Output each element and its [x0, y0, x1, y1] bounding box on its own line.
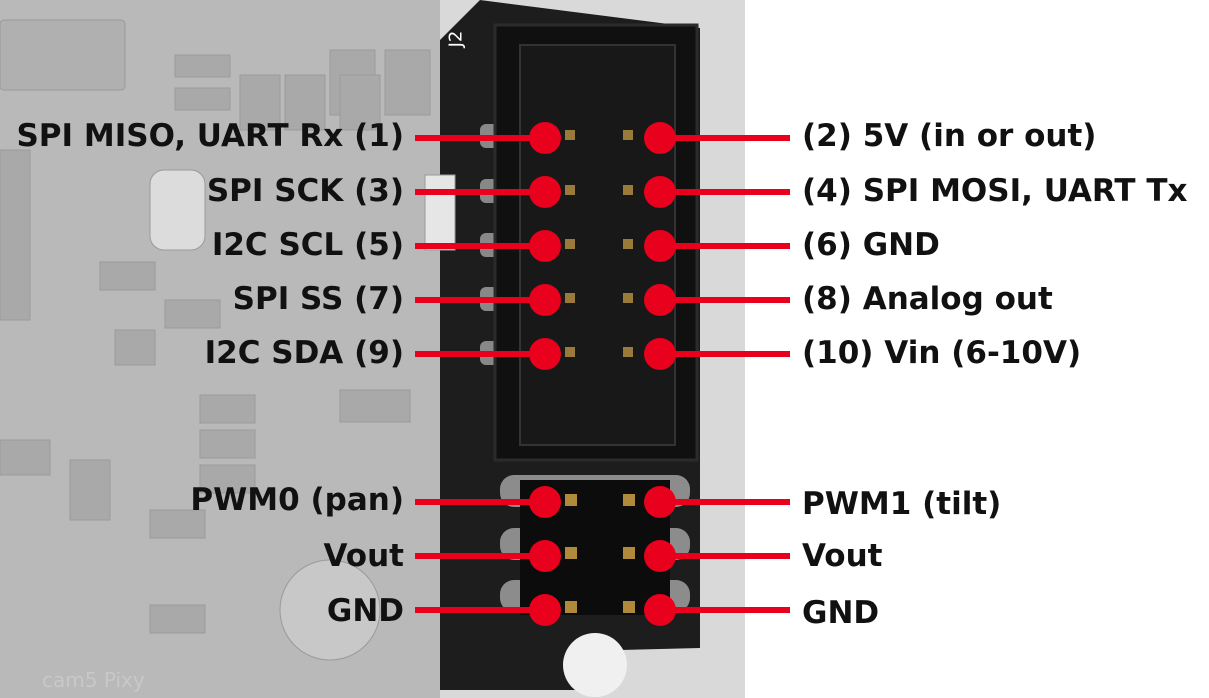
- header-row-4-right-dot: [644, 284, 676, 316]
- servo-row-1-right-dot: [644, 486, 676, 518]
- servo-header: [500, 475, 690, 697]
- label-pin-8: (8) Analog out: [802, 281, 1053, 317]
- pin-markers: [415, 122, 790, 626]
- servo-row-1-left-dot: [529, 486, 561, 518]
- header-row-3-left-dot: [529, 230, 561, 262]
- label-servo-gnd-r: GND: [802, 595, 880, 631]
- header-row-5-right-dot: [644, 338, 676, 370]
- header-row-4-left-dot: [529, 284, 561, 316]
- silk-footer: cam5 Pixy: [42, 668, 145, 692]
- servo-row-2-right-dot: [644, 540, 676, 572]
- label-servo-pwm0: PWM0 (pan): [190, 482, 404, 518]
- header-row-3-right-dot: [644, 230, 676, 262]
- header-row-2-left-dot: [529, 176, 561, 208]
- label-pin-10: (10) Vin (6-10V): [802, 335, 1082, 371]
- header-row-1-right-dot: [644, 122, 676, 154]
- label-pin-5: I2C SCL (5): [211, 227, 404, 263]
- label-pin-4: (4) SPI MOSI, UART Tx: [802, 173, 1188, 209]
- label-servo-vout-r: Vout: [802, 538, 883, 574]
- label-pin-7: SPI SS (7): [232, 281, 404, 317]
- silk-connector: J2: [445, 30, 467, 48]
- header-row-5-left-dot: [529, 338, 561, 370]
- faded-components: [0, 19, 456, 661]
- label-servo-pwm1: PWM1 (tilt): [802, 486, 1002, 522]
- label-pin-9: I2C SDA (9): [204, 335, 404, 371]
- header-row-1-left-dot: [529, 122, 561, 154]
- label-servo-gnd-l: GND: [326, 593, 404, 629]
- label-pin-3: SPI SCK (3): [206, 173, 404, 209]
- label-pin-2: (2) 5V (in or out): [802, 118, 1097, 154]
- label-pin-6: (6) GND: [802, 227, 940, 263]
- label-servo-vout-l: Vout: [323, 538, 404, 574]
- connector-pin-holes: [565, 130, 633, 357]
- servo-row-2-left-dot: [529, 540, 561, 572]
- label-pin-1: SPI MISO, UART Rx (1): [16, 118, 404, 154]
- header-row-2-right-dot: [644, 176, 676, 208]
- servo-row-3-left-dot: [529, 594, 561, 626]
- servo-row-3-right-dot: [644, 594, 676, 626]
